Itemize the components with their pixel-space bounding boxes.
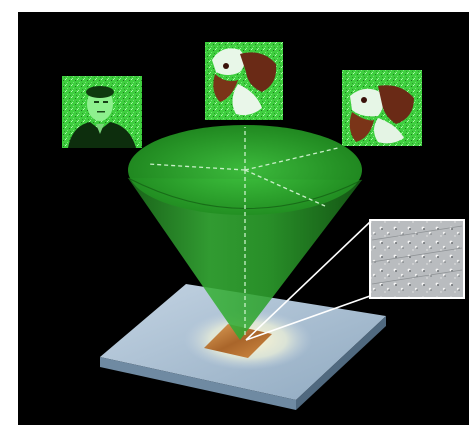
callout-lines xyxy=(245,221,371,341)
panda-hologram-variant xyxy=(342,70,422,146)
micrograph-inset xyxy=(369,219,465,299)
cone-dashed-lines xyxy=(147,127,339,336)
portrait-hologram xyxy=(62,76,142,148)
panda-hologram xyxy=(205,42,283,120)
